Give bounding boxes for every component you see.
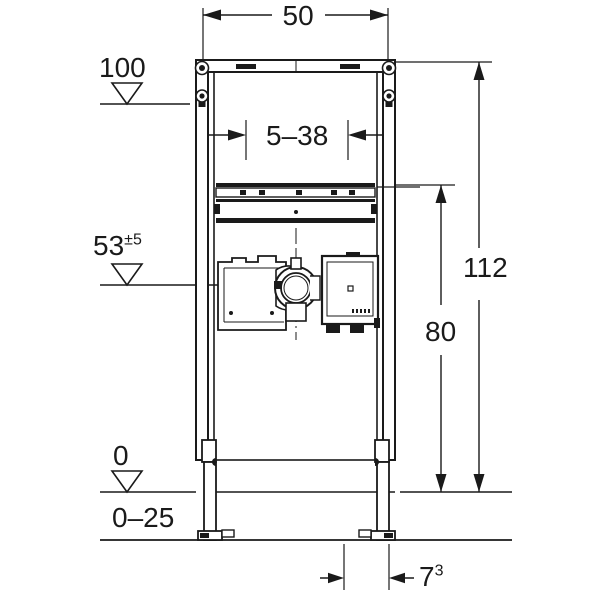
dimension-5-38-label: 5–38 — [266, 120, 329, 151]
dimension-112-label: 112 — [463, 252, 508, 283]
corner-fixture-top-right — [381, 60, 397, 76]
datum-0 — [100, 470, 395, 494]
dimension-50 — [202, 8, 389, 62]
dimension-7-value: 7 — [419, 561, 435, 592]
dimension-7-label: 73 — [419, 563, 443, 591]
datum-53-value: 53 — [93, 230, 125, 261]
datum-0-label: 0 — [113, 440, 129, 471]
dimension-50-label: 50 — [282, 0, 314, 31]
frame-top-rail — [195, 59, 396, 73]
dimension-7 — [320, 544, 414, 590]
wall-anchor-left — [195, 89, 209, 107]
dimension-80-label: 80 — [425, 316, 457, 347]
corner-fixture-top-left — [194, 60, 210, 76]
frame-lower-rails — [195, 440, 396, 460]
connector-housing — [320, 252, 380, 333]
flush-valve-assembly — [217, 250, 321, 331]
dimension-80 — [392, 184, 455, 492]
datum-53-label: 53±5 — [93, 232, 142, 260]
adjustable-legs — [197, 439, 396, 541]
mounting-crossbar — [214, 183, 420, 223]
dimension-7-sup: 3 — [434, 562, 444, 580]
wall-anchor-right — [382, 89, 396, 107]
datum-53-tolerance: ±5 — [124, 231, 142, 249]
dimension-112 — [392, 61, 492, 492]
datum-100 — [100, 82, 190, 106]
dimension-0-25-label: 0–25 — [112, 502, 175, 533]
datum-100-label: 100 — [99, 52, 146, 83]
